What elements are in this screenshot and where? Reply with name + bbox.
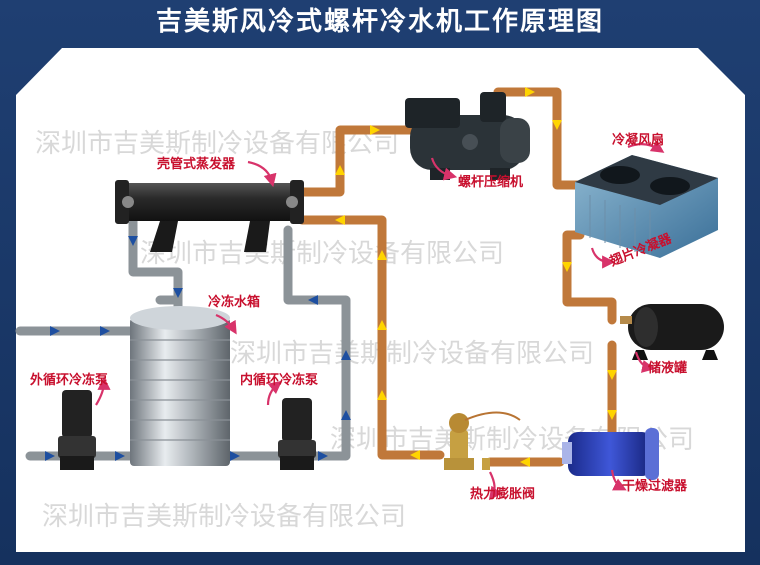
watermark-3: 深圳市吉美斯制冷设备有限公司 [230,339,594,369]
blue-arrow [341,410,351,420]
yellow-arrow [335,165,345,175]
blue-arrow [115,451,125,461]
blue-arrow [45,451,55,461]
inner-circulation-pump [278,398,316,470]
thermal-expansion-valve [444,411,521,470]
watermark-2: 深圳市吉美斯制冷设备有限公司 [140,239,504,269]
diagram-title: 吉美斯风冷式螺杆冷水机工作原理图 [155,7,604,37]
label-receiver: 储液罐 [647,360,687,376]
blue-arrow [100,326,110,336]
yellow-arrow [370,125,380,135]
flow-arrows [45,87,617,467]
blue-arrow [341,350,351,360]
yellow-arrow [377,320,387,330]
blue-arrow [230,451,240,461]
copper-pipe-condenser-out [562,230,617,325]
yellow-arrow [410,450,420,460]
label-compressor: 螺杆压缩机 [458,174,523,190]
yellow-arrow [607,370,617,380]
yellow-arrow [377,250,387,260]
yellow-arrow [377,390,387,400]
liquid-receiver [620,304,724,360]
yellow-arrow [520,457,530,467]
chilled-water-tank [130,306,230,466]
filter-drier [562,428,659,480]
label-water-tank: 冷冻水箱 [208,294,260,310]
label-outer-pump: 外循环冷冻泵 [29,372,108,388]
yellow-arrow [562,262,572,272]
fin-condenser [575,155,718,258]
yellow-arrow [607,410,617,420]
yellow-arrow [525,87,535,97]
blue-arrow [308,295,318,305]
label-expansion-valve: 热力膨胀阀 [470,486,535,502]
label-pointers [95,140,665,501]
label-condenser-fan: 冷凝风扇 [612,132,664,148]
yellow-arrow [335,215,345,225]
blue-arrow [173,288,183,298]
screw-compressor [405,92,530,180]
watermark-5: 深圳市吉美斯制冷设备有限公司 [42,502,406,532]
yellow-arrow [552,120,562,130]
label-evaporator: 壳管式蒸发器 [156,156,236,172]
outer-circulation-pump [58,390,96,470]
blue-arrow [128,236,138,246]
blue-arrow [50,326,60,336]
blue-arrow [318,451,328,461]
label-inner-pump: 内循环冷冻泵 [240,372,318,388]
label-filter-drier: 干燥过滤器 [622,478,688,494]
shell-tube-evaporator [115,180,304,252]
